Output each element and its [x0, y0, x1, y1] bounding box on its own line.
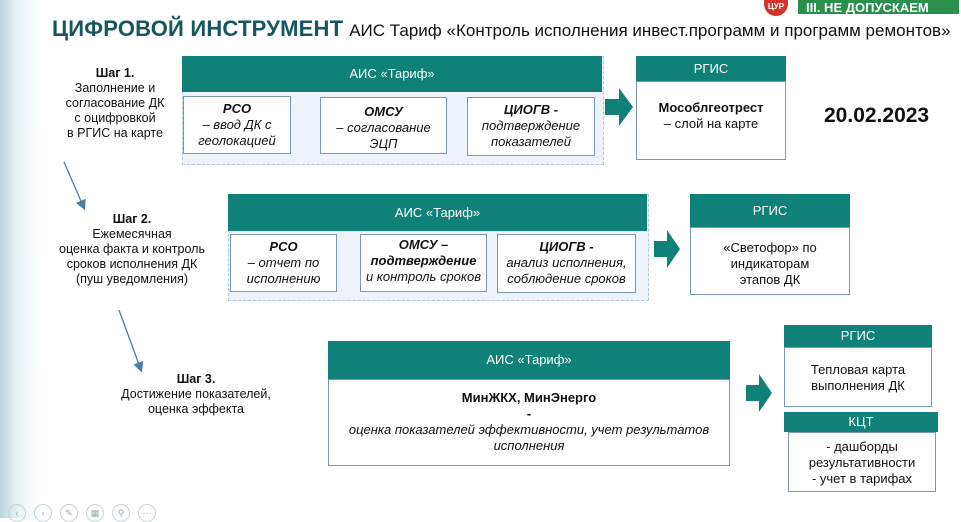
step-3: Шаг 3. Достижение показателей, оценка эф…	[112, 372, 280, 417]
row-2-cell-ciogv: ЦИОГВ - анализ исполнения, соблюдение ср…	[497, 234, 636, 293]
row-2-rgis-box: «Светофор» по индикаторам этапов ДК	[690, 227, 850, 295]
row-3-kct-box: - дашборды результативности - учет в тар…	[788, 432, 936, 492]
step-1: Шаг 1. Заполнение и согласование ДК с оц…	[60, 66, 170, 141]
logo-badge: ЦУР	[764, 0, 788, 16]
step-2-line: (пуш уведомления)	[75, 272, 188, 286]
cell-text: – согласование ЭЦП	[336, 120, 431, 151]
row-3-dash: -	[526, 406, 532, 421]
title-bold: ЦИФРОВОЙ ИНСТРУМЕНТ	[52, 16, 344, 41]
step-1-line: с оцифровкой	[74, 111, 156, 125]
row-2-header: АИС «Тариф»	[228, 194, 647, 231]
kct-line: - учет в тарифах	[811, 471, 913, 486]
arrow-right-icon	[605, 88, 633, 126]
step-3-head: Шаг 3.	[176, 372, 216, 386]
row-3-header: АИС «Тариф»	[328, 341, 730, 379]
step-2-line: Ежемесячная	[92, 227, 172, 241]
step-arrow-icon	[63, 161, 86, 211]
row-3-rgis-header: РГИС	[784, 325, 932, 347]
prev-icon[interactable]: ‹	[8, 504, 26, 522]
page-title: ЦИФРОВОЙ ИНСТРУМЕНТ АИС Тариф «Контроль и…	[52, 16, 951, 42]
left-gradient-bar	[0, 0, 40, 518]
rgis-text: – слой на карте	[663, 116, 759, 131]
row-3-rgis-box: Тепловая карта выполнения ДК	[784, 347, 932, 407]
presentation-toolbar[interactable]: ‹ › ✎ ▦ ⚲ ⋯	[8, 503, 164, 522]
row-1-rgis-box: Мособлгеотрест – слой на карте	[636, 81, 786, 160]
step-1-line: в РГИС на карте	[67, 126, 163, 140]
arrow-right-icon	[746, 374, 772, 412]
row-1-cell-ciogv: ЦИОГВ - подтверждение показателей	[467, 97, 595, 156]
cell-bold: ОМСУ	[364, 104, 403, 119]
step-2-line: сроков исполнения ДК	[66, 257, 198, 271]
cell-text: – отчет по исполнению	[246, 255, 321, 286]
pen-icon[interactable]: ✎	[60, 504, 78, 522]
row-3-bold: МинЖКХ, МинЭнерго	[461, 390, 597, 405]
row-3-box: МинЖКХ, МинЭнерго - оценка показателей э…	[328, 379, 730, 466]
cell-bold: ЦИОГВ -	[539, 239, 594, 254]
row-2-cell-rso: РСО – отчет по исполнению	[230, 234, 337, 292]
step-2-head: Шаг 2.	[112, 212, 152, 226]
status-badge: III. НЕ ДОПУСКАЕМ	[796, 0, 961, 16]
step-1-head: Шаг 1.	[95, 66, 135, 80]
cell-bold: РСО	[269, 239, 298, 254]
zoom-icon[interactable]: ⚲	[112, 504, 130, 522]
step-2-line: оценка факта и контроль	[59, 242, 205, 256]
rgis-text: Тепловая карта выполнения ДК	[810, 362, 906, 393]
kct-line: - дашборды	[826, 439, 898, 454]
kct-line: результативности	[808, 455, 916, 470]
row-1-cell-omsu: ОМСУ – согласование ЭЦП	[320, 97, 447, 154]
rgis-bold: Мособлгеотрест	[658, 100, 764, 115]
rgis-text: «Светофор» по индикаторам этапов ДК	[723, 240, 817, 287]
step-arrow-icon	[118, 309, 144, 373]
cell-text: подтверждение показателей	[481, 118, 581, 149]
row-1-rgis-header: РГИС	[636, 56, 786, 81]
step-1-line: Заполнение и	[74, 81, 156, 95]
step-3-line: Достижение показателей,	[121, 387, 271, 401]
row-2-cell-omsu: ОМСУ – подтверждение и контроль сроков	[360, 234, 487, 292]
more-icon[interactable]: ⋯	[138, 504, 156, 522]
cell-bold: ЦИОГВ -	[503, 102, 559, 117]
next-icon[interactable]: ›	[34, 504, 52, 522]
row-3-kct-header: КЦТ	[784, 412, 938, 432]
row-2-rgis-header: РГИС	[690, 194, 850, 227]
cell-text: – ввод ДК с геолокацией	[198, 117, 276, 148]
arrow-right-icon	[654, 230, 680, 268]
row-1-cell-rso: РСО – ввод ДК с геолокацией	[183, 96, 291, 154]
cell-bold: РСО	[222, 101, 252, 116]
slides-icon[interactable]: ▦	[86, 504, 104, 522]
row-3-text: оценка показателей эффективности, учет р…	[348, 422, 710, 453]
date-label: 20.02.2023	[824, 104, 930, 127]
cell-text: анализ исполнения, соблюдение сроков	[506, 255, 627, 286]
step-3-line: оценка эффекта	[147, 402, 245, 416]
step-1-line: согласование ДК	[65, 96, 165, 110]
cell-text: и контроль сроков	[365, 269, 482, 284]
cell-bold: ОМСУ – подтверждение	[370, 237, 477, 268]
row-1-header: АИС «Тариф»	[182, 56, 602, 92]
step-2: Шаг 2. Ежемесячная оценка факта и контро…	[44, 212, 220, 287]
title-rest: АИС Тариф «Контроль исполнения инвест.пр…	[349, 21, 951, 40]
